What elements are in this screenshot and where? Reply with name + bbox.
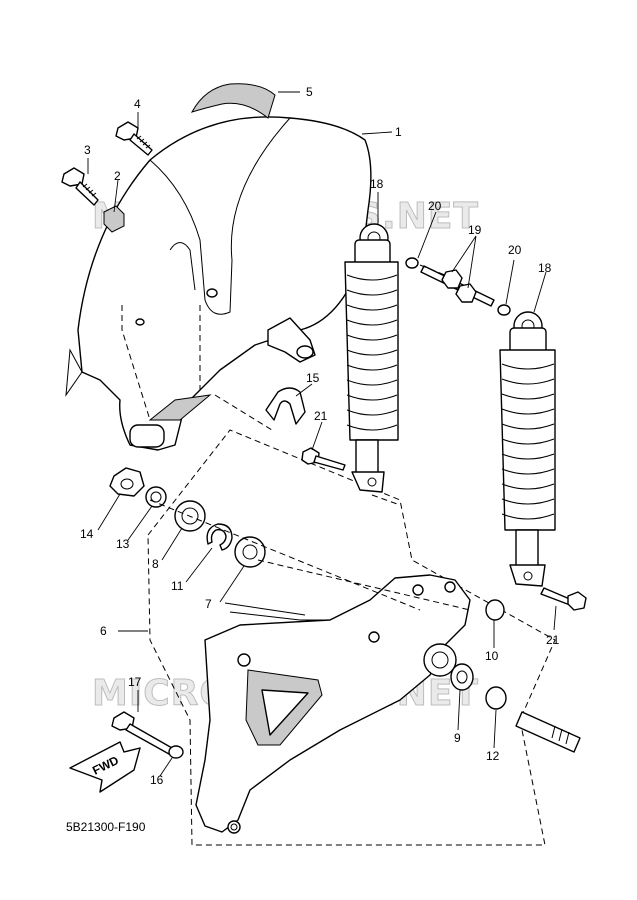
callout-13: 13: [116, 537, 130, 551]
bolt-21-left: [301, 447, 346, 471]
axle: [515, 711, 581, 753]
callout-11: 11: [171, 579, 184, 593]
callout-17: 17: [128, 675, 142, 689]
bolt-19: [420, 265, 495, 307]
bolt-4: [115, 121, 153, 156]
callout-6: 6: [100, 624, 107, 638]
callout-14: 14: [80, 527, 94, 541]
nut-14: [109, 467, 145, 497]
callout-10: 10: [485, 649, 499, 663]
callout-21-left: 21: [314, 409, 328, 423]
assembly-boundary: [147, 429, 556, 846]
washer-20-left: [405, 257, 419, 269]
callout-18-left: 18: [370, 177, 384, 191]
callout-19: 19: [468, 223, 482, 237]
callout-1: 1: [395, 125, 402, 139]
mud-flap: [190, 83, 276, 119]
clip-nut-2: [103, 205, 125, 233]
bolt-21-right: [540, 587, 587, 611]
callout-12: 12: [486, 749, 500, 763]
rear-fender: [65, 116, 372, 451]
callout-18-right: 18: [538, 261, 552, 275]
rear-arm-bracket: [195, 574, 471, 834]
oil-seal-9: [450, 663, 474, 691]
callout-20-right: 20: [508, 243, 522, 257]
figure-code: 5B21300-F190: [66, 820, 146, 834]
fwd-arrow: FWD: [69, 741, 141, 793]
collar-10: [485, 599, 505, 621]
callout-5: 5: [306, 85, 313, 99]
callout-16: 16: [150, 773, 164, 787]
callout-15: 15: [306, 371, 320, 385]
bolt-3: [61, 167, 99, 206]
callout-3: 3: [84, 143, 91, 157]
callout-7: 7: [205, 597, 212, 611]
rear-shock-right: [499, 311, 556, 587]
bearing-7: [234, 536, 266, 568]
callout-21-right: 21: [546, 633, 560, 647]
callout-4: 4: [134, 97, 141, 111]
callout-20-left: 20: [428, 199, 442, 213]
collar-13: [145, 486, 167, 508]
callout-2: 2: [114, 169, 121, 183]
washer-16: [168, 745, 184, 759]
washer-20-right: [497, 304, 511, 316]
callout-8: 8: [152, 557, 159, 571]
rear-shock-left: [344, 223, 399, 493]
callout-9: 9: [454, 731, 461, 745]
clamp-15: [265, 387, 306, 425]
collar-12: [485, 686, 507, 710]
